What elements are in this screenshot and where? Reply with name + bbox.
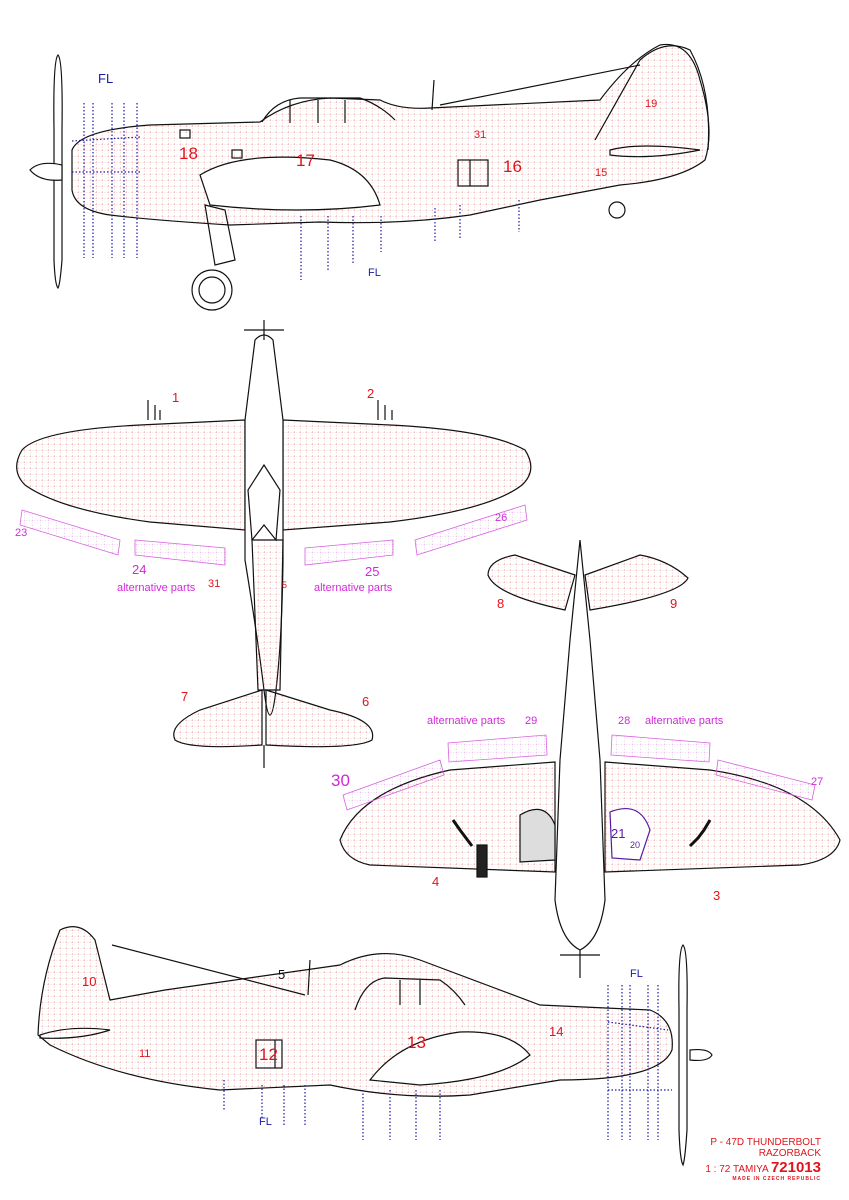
part-number: 21 [611,826,626,841]
part-number: 4 [432,874,440,889]
part-number: 13 [407,1033,426,1052]
alternative-parts-label: alternative parts [645,715,724,727]
title-block: P - 47D THUNDERBOLT RAZORBACK 1 : 72 TAM… [705,1137,821,1182]
alt-part-number: 24 [132,562,147,577]
part-number: 8 [497,596,505,611]
alternative-parts-label: alternative parts [427,715,506,727]
part-number: 16 [503,157,522,176]
part-number: 19 [645,98,658,110]
part-number: 31 [474,129,487,141]
part-number: 12 [259,1045,278,1064]
side-view-left [29,43,710,311]
alt-parts-top [19,504,528,566]
model-name: P - 47D THUNDERBOLT [710,1137,821,1148]
part-number: 5 [282,580,288,590]
part-number: 18 [179,144,198,163]
fl-label-bottom-left: FL [368,267,381,279]
alt-part-number: 25 [365,564,380,579]
part-number: 9 [670,596,678,611]
part-number: 20 [630,840,641,850]
part-number: 1 [172,390,180,405]
scale-maker: 1 : 72 TAMIYA [705,1164,769,1175]
part-number: 3 [713,888,721,903]
alternative-parts-label: alternative parts [117,582,196,594]
antenna-part-number: 5 [278,967,286,982]
alt-parts-bottom [342,734,816,811]
alt-part-number: 27 [811,776,824,788]
alt-part-number: 26 [495,512,508,524]
fl-lines-side-right [223,985,672,1140]
kit-number: 721013 [770,1159,821,1176]
part-number: 17 [296,151,315,170]
fl-label-bottom-right: FL [259,1116,272,1128]
fl-label-top-left: FL [98,71,114,86]
top-view [16,320,532,768]
part-number: 15 [595,167,608,179]
part-number: 14 [549,1024,564,1039]
alt-part-number: 23 [15,527,28,539]
alternative-parts-label: alternative parts [314,582,393,594]
fl-label-top-right: FL [630,968,643,980]
scale-and-kit: 1 : 72 TAMIYA 721013 [705,1159,821,1176]
alt-part-number: 30 [331,771,350,790]
part-number: 6 [362,694,370,709]
part-number: 10 [82,974,97,989]
part-number: 31 [208,578,221,590]
variant-name: RAZORBACK [758,1148,821,1159]
alt-part-number: 28 [618,715,631,727]
bottom-view [339,539,841,978]
part-number: 7 [181,689,189,704]
origin: MADE IN CZECH REPUBLIC [732,1176,821,1182]
fl-lines-side-left [71,103,520,280]
part-number: 2 [367,386,375,401]
side-view-right [37,926,713,1167]
part-number: 11 [139,1048,151,1060]
alt-part-number: 29 [525,715,538,727]
